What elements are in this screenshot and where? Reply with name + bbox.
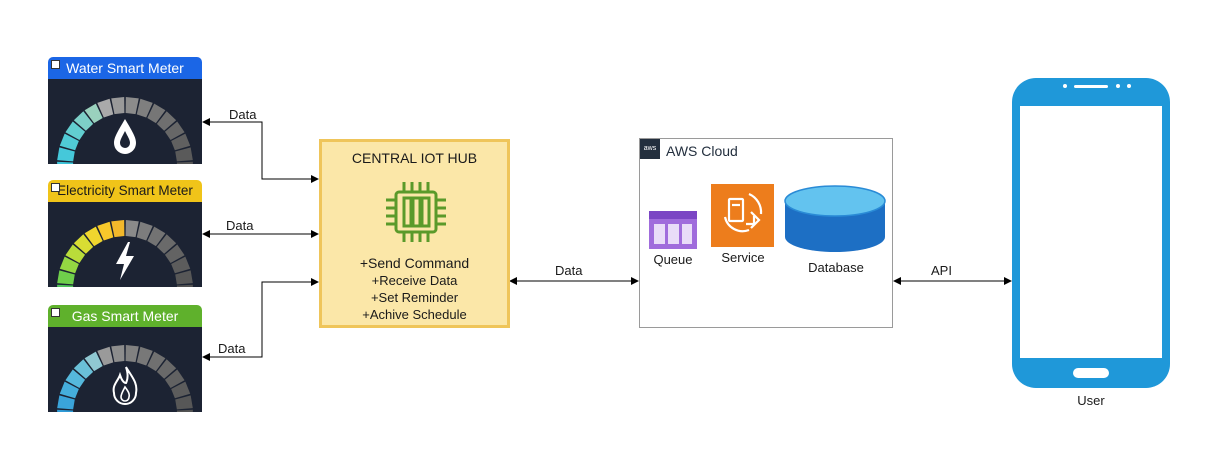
queue-label: Queue xyxy=(653,252,693,267)
user-phone xyxy=(1012,78,1170,388)
gauge-segment xyxy=(59,133,79,151)
gauge-segment xyxy=(125,97,139,115)
api-label: API xyxy=(931,263,952,278)
gauge-segment xyxy=(97,98,114,118)
gauge-segment xyxy=(84,226,103,247)
hub-command: +Send Command xyxy=(359,255,470,271)
gauge-segment xyxy=(84,103,103,124)
gauge-segment xyxy=(57,270,75,285)
electricity-smart-meter: Electricity Smart Meter xyxy=(48,180,202,287)
hub-command: +Set Reminder xyxy=(370,290,459,305)
central-iot-hub: CENTRAL IOT HUB +Send Command +Receive D… xyxy=(319,139,510,328)
gauge-segment xyxy=(171,133,191,151)
gauge-segment xyxy=(171,256,191,274)
gauge-segment xyxy=(84,351,103,372)
water-meter-title-text: Water Smart Meter xyxy=(66,60,184,76)
gauge-segment xyxy=(136,221,153,241)
gauge-segment xyxy=(111,97,125,115)
water-drop-icon xyxy=(114,119,136,154)
collapse-icon xyxy=(51,60,60,69)
chip-icon xyxy=(386,182,446,242)
gauge-segment xyxy=(164,369,185,388)
phone-sensor xyxy=(1063,84,1067,88)
hub-aws-data-label: Data xyxy=(555,263,583,278)
gauge-segment xyxy=(164,121,185,140)
electricity-data-label: Data xyxy=(226,218,254,233)
electricity-meter-title: Electricity Smart Meter xyxy=(48,180,202,202)
gauge-segment xyxy=(65,369,86,388)
gauge-segment xyxy=(59,381,79,399)
gauge-segment xyxy=(156,111,177,131)
gas-hub-connector xyxy=(202,278,319,361)
gauge-segment xyxy=(97,221,114,241)
gauge-segment xyxy=(65,121,86,140)
phone-speaker xyxy=(1074,85,1108,88)
electricity-gauge xyxy=(57,220,193,287)
hub-command: +Receive Data xyxy=(371,273,458,288)
gauge-segment xyxy=(164,244,185,263)
phone-camera xyxy=(1116,84,1120,88)
gauge-segment xyxy=(136,98,153,118)
gas-meter-title: Gas Smart Meter xyxy=(48,305,202,327)
hub-commands: +Send Command +Receive Data +Set Reminde… xyxy=(322,255,507,323)
gauge-segment xyxy=(176,409,193,412)
user-label: User xyxy=(1077,393,1105,408)
collapse-icon xyxy=(51,183,60,192)
aws-logo: aws xyxy=(640,139,660,159)
gauge-segment xyxy=(147,351,166,372)
gauge-segment xyxy=(147,103,166,124)
gauge-segment xyxy=(57,284,74,287)
gauge-segment xyxy=(171,381,191,399)
gas-smart-meter: Gas Smart Meter xyxy=(48,305,202,412)
gauge-segment xyxy=(147,226,166,247)
lightning-bolt-icon xyxy=(116,242,134,280)
phone-home-button xyxy=(1073,368,1109,378)
gas-meter-title-text: Gas Smart Meter xyxy=(71,308,179,324)
queue-icon xyxy=(649,211,697,249)
gauge-segment xyxy=(125,220,139,238)
flame-icon xyxy=(112,366,138,405)
water-hub-connector xyxy=(202,118,319,183)
gauge-segment xyxy=(175,395,193,410)
gauge-segment xyxy=(175,270,193,285)
collapse-icon xyxy=(51,308,60,317)
gauge-segment xyxy=(111,345,125,363)
service-label: Service xyxy=(721,250,765,265)
hub-title: CENTRAL IOT HUB xyxy=(351,150,478,166)
gauge-segment xyxy=(156,359,177,379)
gauge-segment xyxy=(111,220,125,238)
gauge-segment xyxy=(57,147,75,162)
gauge-segment xyxy=(125,345,139,363)
gauge-segment xyxy=(175,147,193,162)
gauge-segment xyxy=(176,161,193,164)
gauge-segment xyxy=(136,346,153,366)
service-icon xyxy=(711,184,774,247)
gauge-segment xyxy=(57,161,74,164)
gas-data-label: Data xyxy=(218,341,246,356)
aws-cloud-title: AWS Cloud xyxy=(666,143,738,159)
phone-sensor xyxy=(1127,84,1131,88)
database-label: Database xyxy=(808,260,864,275)
gauge-segment xyxy=(156,234,177,254)
gauge-segment xyxy=(65,244,86,263)
water-data-label: Data xyxy=(229,107,257,122)
gauge-segment xyxy=(73,359,94,379)
gauge-segment xyxy=(73,111,94,131)
water-gauge xyxy=(57,97,193,164)
gauge-segment xyxy=(57,395,75,410)
electricity-meter-title-text: Electricity Smart Meter xyxy=(57,183,193,198)
water-smart-meter: Water Smart Meter xyxy=(48,57,202,164)
water-meter-title: Water Smart Meter xyxy=(48,57,202,79)
gauge-segment xyxy=(59,256,79,274)
database-icon xyxy=(784,185,886,252)
gauge-segment xyxy=(73,234,94,254)
hub-command: +Achive Schedule xyxy=(362,307,467,322)
gauge-segment xyxy=(97,346,114,366)
gauge-segment xyxy=(176,284,193,287)
phone-screen xyxy=(1020,106,1162,358)
gauge-segment xyxy=(57,409,74,412)
gas-gauge xyxy=(57,345,193,412)
aws-cloud-group: aws AWS Cloud Queue Service Database xyxy=(639,138,893,328)
